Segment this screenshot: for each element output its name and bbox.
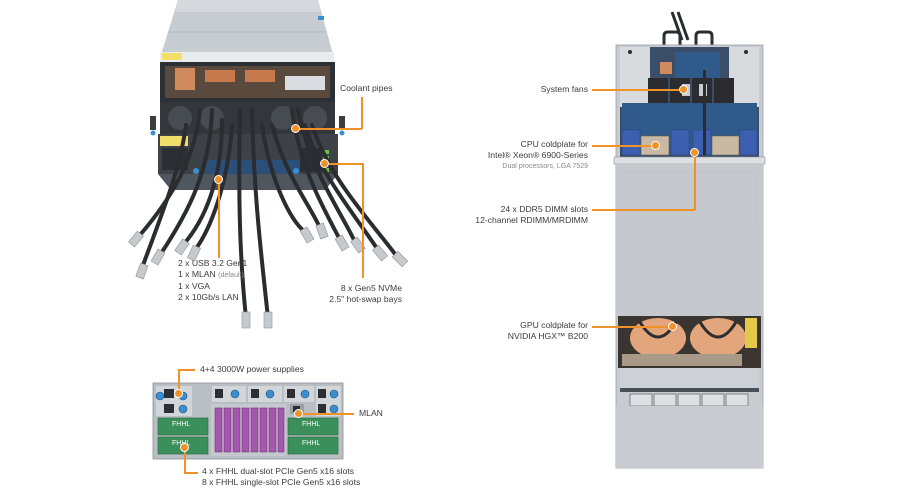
fans-callout-line	[592, 89, 682, 91]
fhhl-label-4: FHHL	[302, 440, 321, 447]
mlan-callout-line	[298, 413, 354, 415]
nvme-callout-line-h	[325, 163, 363, 165]
fhhl-label-1: FHHL	[172, 421, 191, 428]
dimm-callout-dot	[690, 148, 699, 157]
gpu-coldplate-label: GPU coldplate for NVIDIA HGX™ B200	[480, 320, 588, 342]
pcie-slots-label: 4 x FHHL dual-slot PCIe Gen5 x16 slots 8…	[202, 466, 360, 488]
cpu-callout-dot	[651, 141, 660, 150]
io-callout-line	[218, 180, 220, 258]
hose-fittings	[128, 222, 409, 329]
nvme-callout-dot	[320, 159, 329, 168]
gpu-callout-dot	[668, 322, 677, 331]
gpu-io-cards	[214, 407, 285, 453]
gpu-line-1: GPU coldplate for	[520, 320, 588, 330]
nvme-label: 8 x Gen5 NVMe 2.5" hot-swap bays	[318, 283, 402, 305]
io-ports-label: 2 x USB 3.2 Gen1 1 x MLAN (default) 1 x …	[178, 258, 247, 303]
coolant-callout-line-v	[361, 97, 363, 129]
cpu-line-2: Intel® Xeon® 6900-Series	[487, 150, 588, 160]
pcie-callout-line-h	[184, 472, 198, 474]
cpu-line-1: CPU coldplate for	[520, 139, 588, 149]
gpu-line-2: NVIDIA HGX™ B200	[507, 331, 588, 341]
coolant-hoses	[138, 108, 400, 320]
dimm-line-2: 12-channel RDIMM/MRDIMM	[475, 215, 588, 225]
mlan-default-note: (default)	[218, 272, 244, 279]
cpu-callout-line	[592, 145, 654, 147]
power-callout-line-h	[179, 369, 195, 371]
power-callout-line-v	[178, 369, 180, 391]
pcie-callout-line-v	[184, 447, 186, 473]
dimm-callout-line-h	[592, 209, 695, 211]
mlan-label: MLAN	[359, 408, 383, 418]
pcie-callout-dot	[180, 443, 189, 452]
nvme-line-2: 2.5" hot-swap bays	[329, 294, 402, 304]
nvme-line-1: 8 x Gen5 NVMe	[340, 283, 402, 293]
coolant-callout-dot	[291, 124, 300, 133]
cpu-coldplate-label: CPU coldplate for Intel® Xeon® 6900-Seri…	[480, 139, 588, 172]
pcie-line-2: 8 x FHHL single-slot PCIe Gen5 x16 slots	[202, 477, 361, 487]
cpu-note: Dual processors, LGA 7529	[502, 163, 588, 170]
pcie-line-1: 4 x FHHL dual-slot PCIe Gen5 x16 slots	[202, 466, 355, 476]
fhhl-slots	[157, 417, 339, 455]
system-fans-label: System fans	[540, 84, 588, 94]
power-supplies-label: 4+4 3000W power supplies	[200, 364, 304, 374]
io-line-usb: 2 x USB 3.2 Gen1	[178, 258, 248, 268]
fans-callout-dot	[679, 85, 688, 94]
fhhl-label-3: FHHL	[302, 421, 321, 428]
io-line-lan: 2 x 10Gb/s LAN	[178, 292, 239, 302]
io-line-vga: 1 x VGA	[178, 281, 210, 291]
chassis-lid	[160, 0, 334, 58]
nvme-callout-line-v	[362, 163, 364, 278]
mlan-callout-dot	[294, 409, 303, 418]
io-line-mlan: 1 x MLAN (default)	[178, 269, 244, 279]
dimm-callout-line-v	[694, 152, 696, 210]
coolant-callout-line-h	[296, 128, 362, 130]
dimm-line-1: 24 x DDR5 DIMM slots	[500, 204, 588, 214]
coolant-pipes-label: Coolant pipes	[340, 83, 393, 93]
power-callout-dot	[174, 389, 183, 398]
io-callout-dot	[214, 175, 223, 184]
dimm-slots-label: 24 x DDR5 DIMM slots 12-channel RDIMM/MR…	[470, 204, 588, 226]
gpu-callout-line	[592, 326, 672, 328]
